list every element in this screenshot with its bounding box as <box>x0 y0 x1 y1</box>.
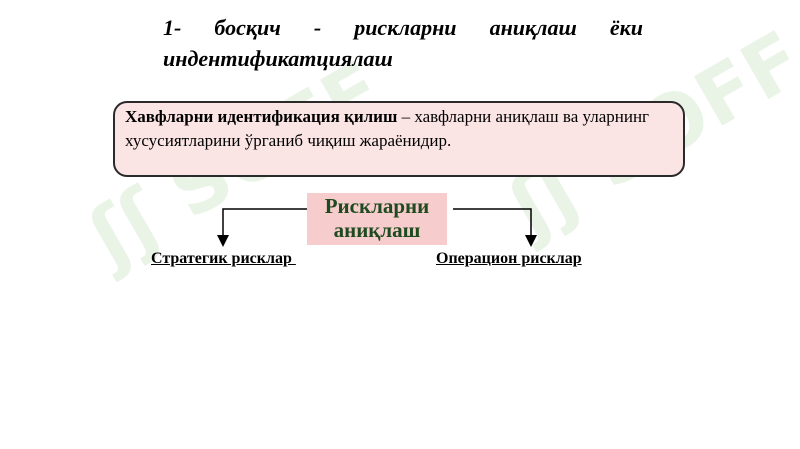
left-arrow <box>217 208 307 247</box>
branch-strategic-risks: Стратегик рисклар <box>151 250 296 267</box>
definition-text: – хавфларни аниқлаш ва уларнинг хусусият… <box>125 107 650 150</box>
branch-operational-risks: Операцион рисклар <box>436 250 582 267</box>
definition-box: Хавфларни идентификация қилиш – хавфларн… <box>113 101 685 177</box>
definition-term: Хавфларни идентификация қилиш <box>125 107 398 126</box>
center-node: Рискларни аниқлаш <box>307 193 447 245</box>
right-arrow <box>453 208 537 247</box>
slide-title: 1- босқич - рискларни аниқлаш ёки индент… <box>163 15 643 71</box>
